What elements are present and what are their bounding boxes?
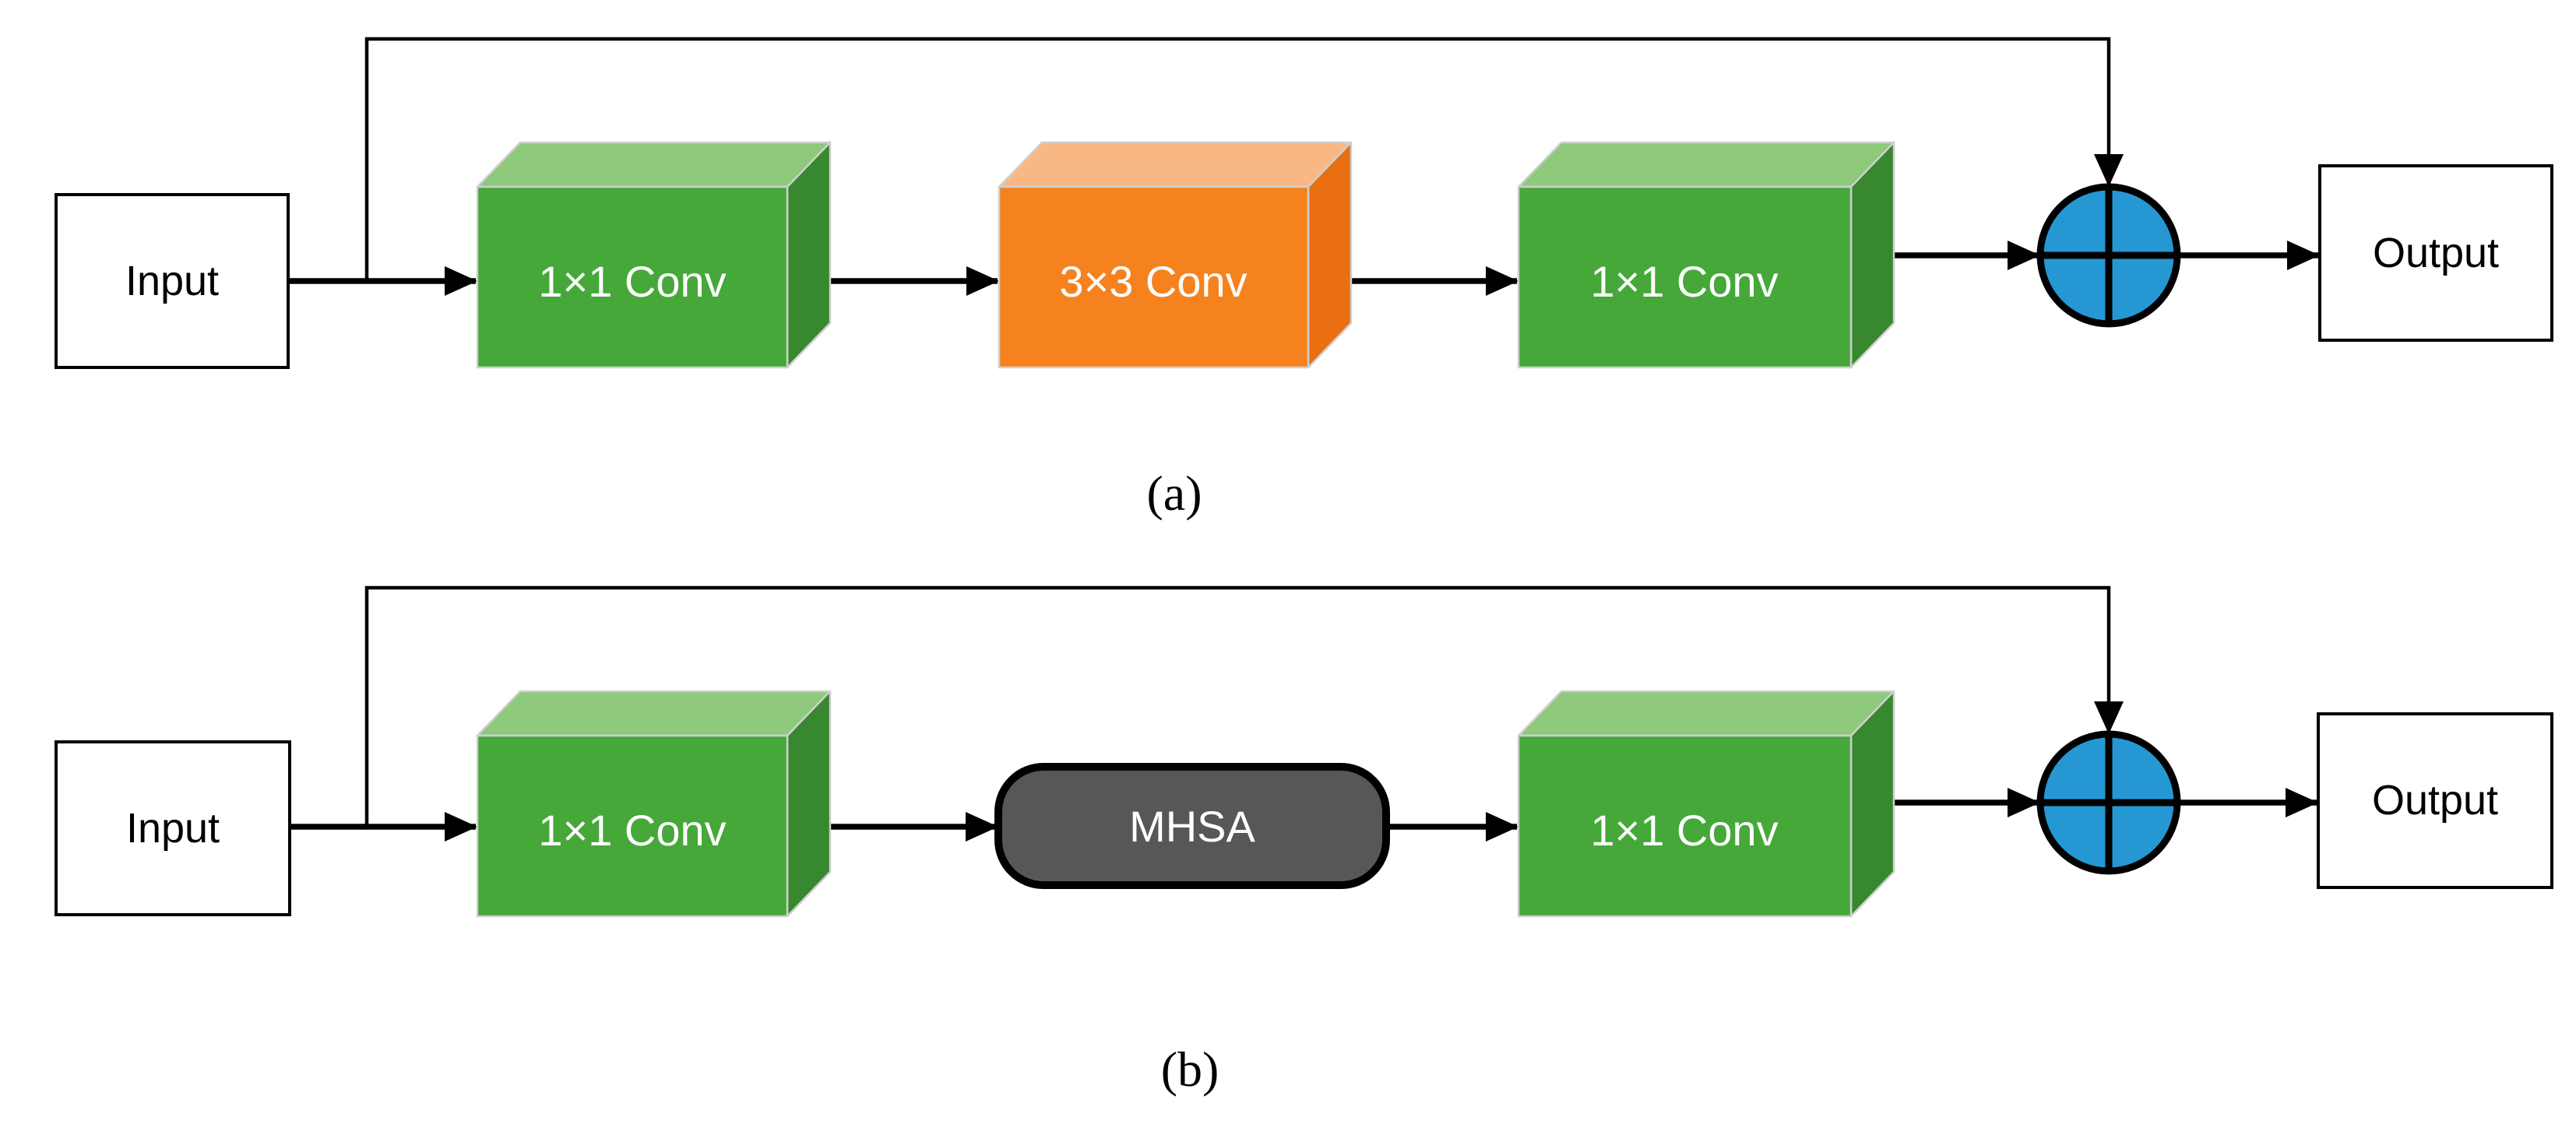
conv1x1-label-b1: 1×1 Conv	[538, 806, 726, 855]
input-label-a: Input	[125, 258, 219, 304]
conv3x3-box-a-top	[998, 141, 1353, 188]
conv1x1-box-b2-top	[1517, 690, 1895, 737]
conv1x1-box-a2-top	[1517, 141, 1895, 188]
add-operator-icon-a	[2036, 183, 2181, 328]
conv1x1-box-a1-top	[476, 141, 832, 188]
output-box-b: Output	[2317, 712, 2553, 889]
mhsa-box-frame	[994, 763, 1390, 889]
conv3x3-box-a-front	[998, 185, 1310, 369]
input-box-a: Input	[55, 193, 290, 369]
conv3x3-box-a: 3×3 Conv	[998, 141, 1353, 369]
conv3x3-label-a: 3×3 Conv	[1059, 257, 1247, 306]
conv1x1-box-b1-front	[476, 734, 789, 918]
diagram-b: Input 1×1 Conv MHSA 1×1 Conv	[55, 585, 2553, 1097]
conv1x1-box-b1: 1×1 Conv	[476, 690, 832, 918]
skip-connection-a	[364, 37, 2124, 283]
mhsa-block-b: MHSA	[994, 763, 1390, 889]
input-box-a-frame	[55, 193, 290, 369]
conv1x1-box-b2: 1×1 Conv	[1517, 690, 1895, 918]
conv1x1-box-a2-front	[1517, 185, 1853, 369]
input-box-b-frame	[55, 740, 291, 916]
conv1x1-box-a1-front	[476, 185, 789, 369]
output-box-a: Output	[2318, 164, 2553, 342]
skip-connection-b	[364, 585, 2124, 828]
diagram-a: Input 1×1 Conv 3×3 Conv 1×1 Conv	[55, 37, 2553, 521]
conv1x1-box-b2-front	[1517, 734, 1853, 918]
mhsa-label: MHSA	[1129, 802, 1255, 851]
conv1x1-box-a1: 1×1 Conv	[476, 141, 832, 369]
conv1x1-label-a1: 1×1 Conv	[538, 257, 726, 306]
add-operator-icon-b	[2036, 730, 2181, 875]
conv1x1-box-b1-top	[476, 690, 832, 737]
output-label-b: Output	[2372, 777, 2498, 824]
caption-b: (b)	[1161, 1042, 1219, 1097]
output-label-a: Output	[2373, 230, 2499, 276]
input-label-b: Input	[126, 805, 220, 852]
conv1x1-box-a2: 1×1 Conv	[1517, 141, 1895, 369]
conv1x1-label-a2: 1×1 Conv	[1590, 257, 1778, 306]
caption-a: (a)	[1146, 466, 1202, 521]
output-box-b-frame	[2317, 712, 2553, 889]
input-box-b: Input	[55, 740, 291, 916]
output-box-a-frame	[2318, 164, 2553, 342]
conv1x1-label-b2: 1×1 Conv	[1590, 806, 1778, 855]
